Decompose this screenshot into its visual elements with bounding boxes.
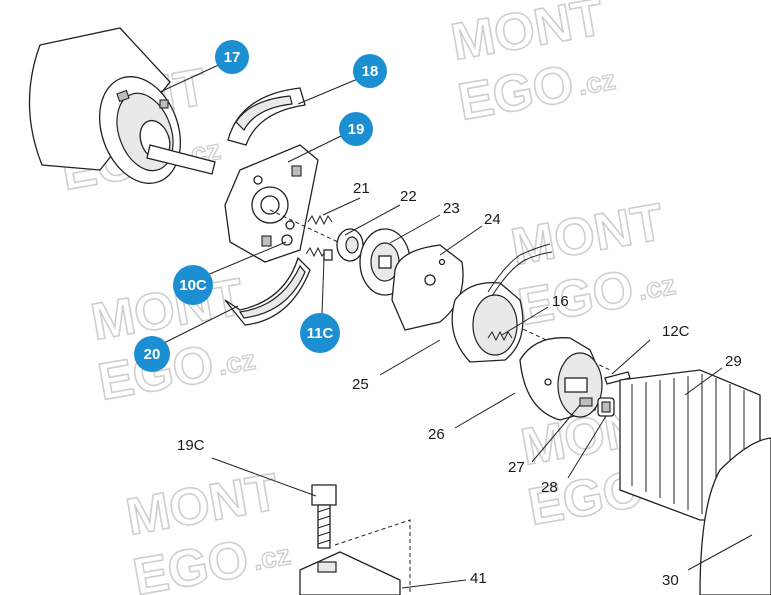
badge-circle bbox=[134, 336, 170, 372]
hub-part bbox=[336, 228, 364, 262]
badge-circle bbox=[300, 313, 340, 353]
brake-plate-part bbox=[224, 144, 319, 263]
screw-part-12c bbox=[604, 371, 631, 385]
label-25: 25 bbox=[352, 376, 369, 393]
bracket-part bbox=[299, 519, 411, 595]
badge-circle bbox=[215, 40, 249, 74]
label-19c: 19C bbox=[177, 437, 205, 454]
badge-19: 19 bbox=[339, 112, 373, 146]
label-21: 21 bbox=[353, 180, 370, 197]
label-28: 28 bbox=[541, 479, 558, 496]
half-ring-bottom-part bbox=[224, 256, 311, 326]
badge-label: 20 bbox=[144, 346, 161, 363]
watermark: MONT EGO .cz bbox=[506, 192, 678, 337]
svg-text:MONT: MONT bbox=[87, 268, 248, 352]
label-23: 23 bbox=[443, 200, 460, 217]
label-41: 41 bbox=[470, 570, 487, 587]
label-30: 30 bbox=[662, 572, 679, 589]
badge-label: 18 bbox=[362, 63, 379, 80]
leader-lines bbox=[159, 61, 753, 589]
svg-text:MONT: MONT bbox=[507, 193, 668, 277]
svg-text:.cz: .cz bbox=[636, 269, 678, 306]
label-22: 22 bbox=[400, 188, 417, 205]
badge-circle bbox=[353, 54, 387, 88]
bolt-part-19c bbox=[311, 484, 337, 549]
badge-label: 19 bbox=[348, 121, 365, 138]
badge-11c: 11C bbox=[300, 313, 340, 353]
svg-text:.cz: .cz bbox=[576, 64, 618, 101]
label-16: 16 bbox=[552, 293, 569, 310]
label-29: 29 bbox=[725, 353, 742, 370]
watermark: MONT EGO .cz bbox=[446, 0, 618, 133]
badge-label: 17 bbox=[224, 49, 241, 66]
svg-text:.cz: .cz bbox=[216, 344, 258, 381]
badge-label: 11C bbox=[307, 325, 334, 342]
spring-part-11c bbox=[305, 246, 333, 261]
label-24: 24 bbox=[484, 211, 501, 228]
badge-label: 10C bbox=[179, 277, 207, 294]
badge-circle bbox=[173, 265, 213, 305]
label-26: 26 bbox=[428, 426, 445, 443]
fan-hub-part bbox=[597, 397, 615, 417]
label-27: 27 bbox=[508, 459, 525, 476]
motor-body-part bbox=[28, 27, 216, 184]
armature-plate-part bbox=[391, 244, 464, 331]
electromagnet-part bbox=[451, 243, 553, 363]
watermark: MONT EGO .cz bbox=[121, 462, 293, 595]
key-part bbox=[579, 397, 593, 407]
label-12c: 12C bbox=[662, 323, 690, 340]
badge-17: 17 bbox=[215, 40, 249, 74]
half-ring-top-part bbox=[227, 87, 306, 146]
svg-text:.cz: .cz bbox=[251, 539, 293, 576]
badge-20: 20 bbox=[134, 336, 170, 372]
spring-part-16 bbox=[487, 330, 513, 342]
spring-part-21 bbox=[307, 214, 333, 226]
badge-10c: 10C bbox=[173, 265, 213, 305]
badge-18: 18 bbox=[353, 54, 387, 88]
brake-cover-part bbox=[519, 337, 603, 421]
badge-circle bbox=[339, 112, 373, 146]
watermark: MONT EGO .cz bbox=[86, 267, 258, 412]
